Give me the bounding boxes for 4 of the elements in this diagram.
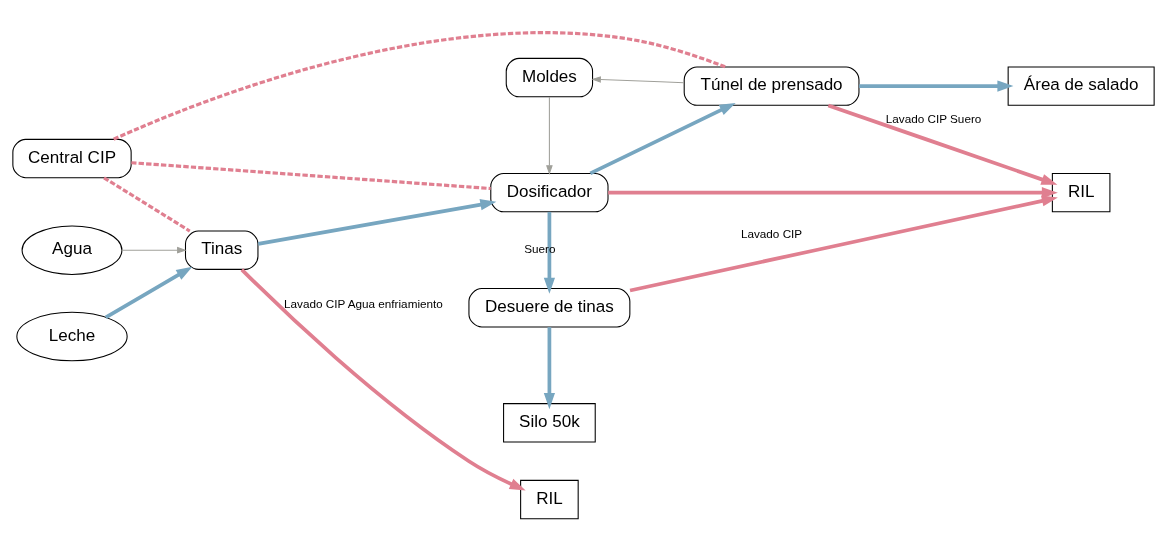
edge-label: Lavado CIP [740, 226, 803, 240]
edge-label: Lavado CIP Suero [885, 111, 982, 125]
edge-label: Suero [524, 241, 556, 255]
edge-label: Lavado CIP Agua enfriamiento [284, 296, 443, 310]
